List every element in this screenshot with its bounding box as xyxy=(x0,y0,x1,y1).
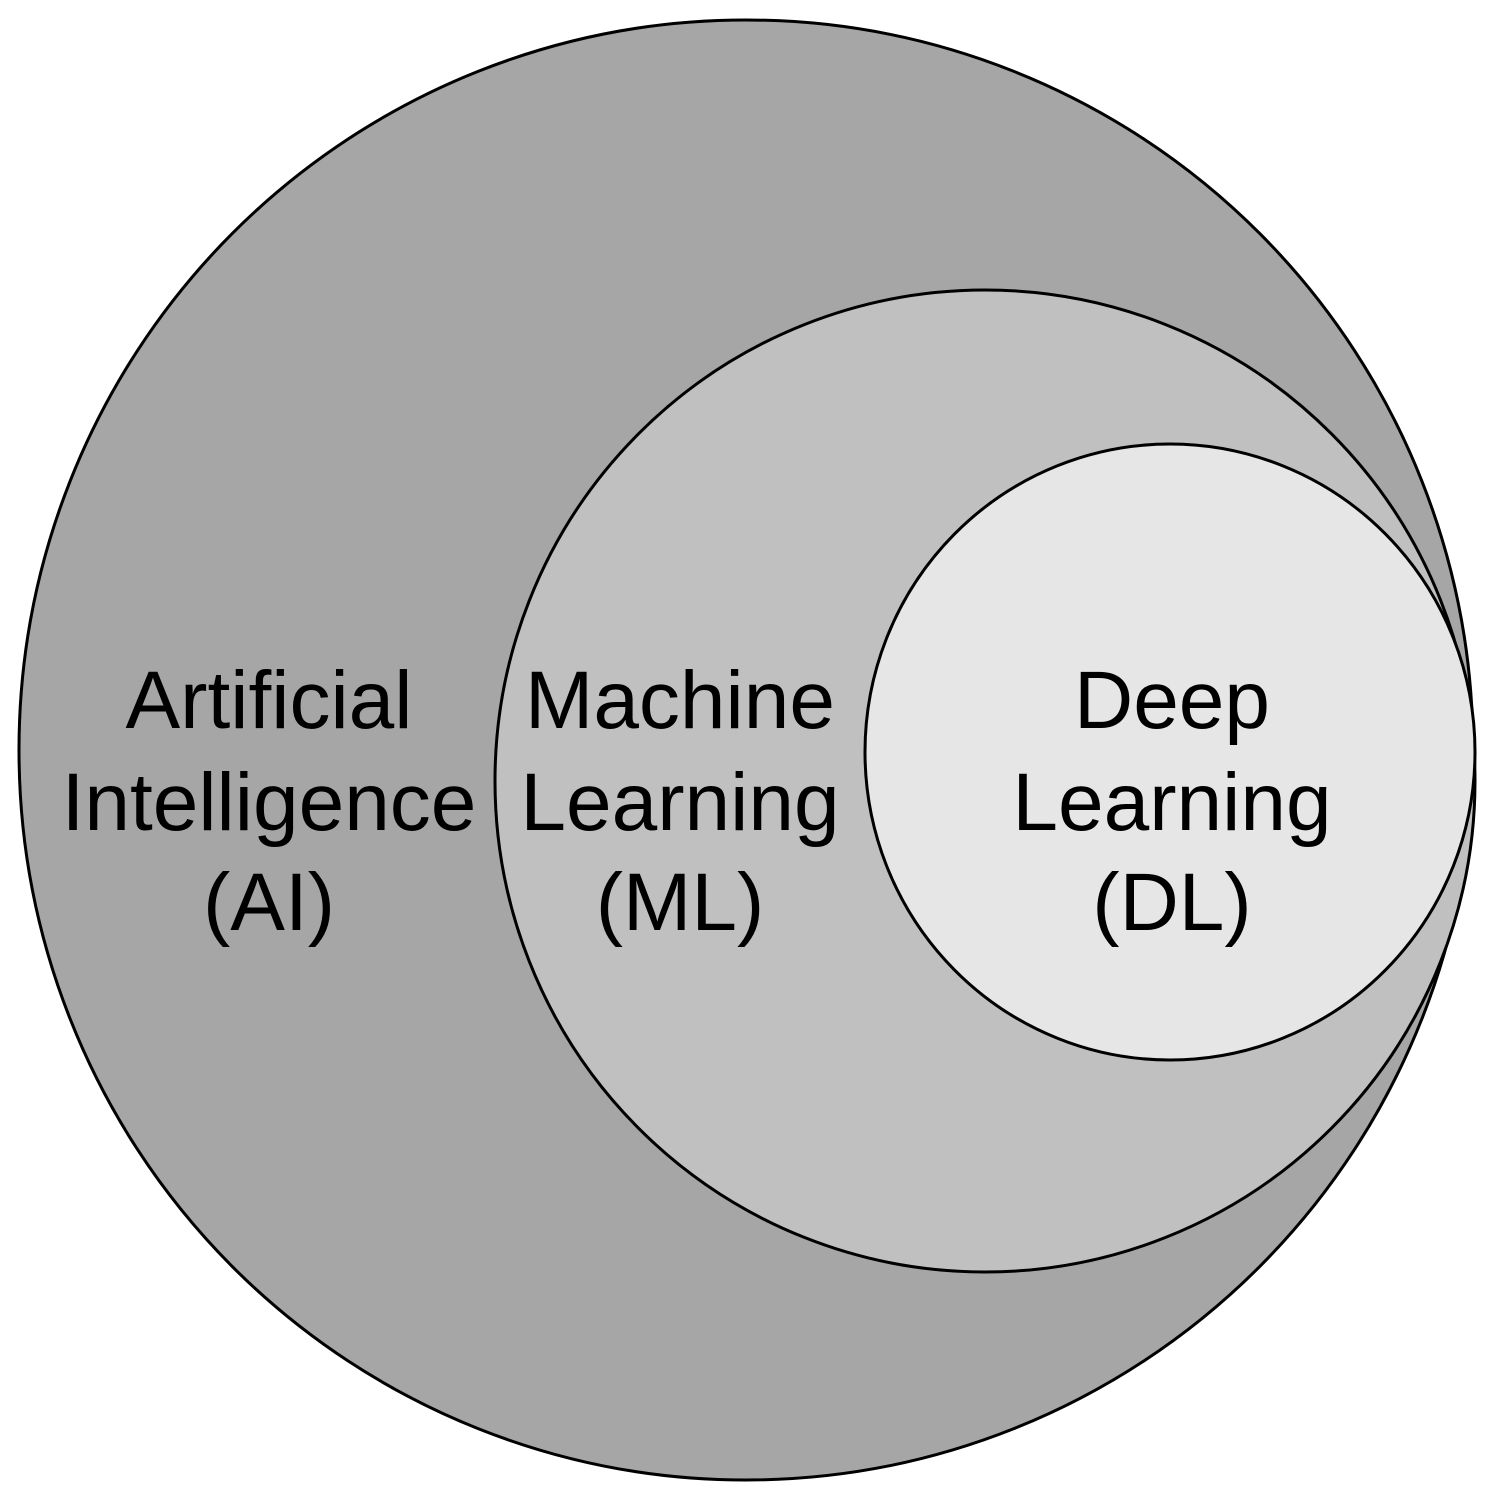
ml-label-line-3: (ML) xyxy=(596,857,765,948)
ml-label-line-2: Learning xyxy=(520,757,839,848)
ai-label: Artificial Intelligence (AI) xyxy=(62,655,477,948)
dl-label-line-3: (DL) xyxy=(1092,857,1251,948)
ml-label-line-1: Machine xyxy=(525,655,835,746)
ai-label-line-3: (AI) xyxy=(203,857,335,948)
ai-label-line-2: Intelligence xyxy=(62,757,477,848)
dl-label-line-1: Deep xyxy=(1074,655,1270,746)
dl-label: Deep Learning (DL) xyxy=(1012,655,1331,948)
ai-label-line-1: Artificial xyxy=(125,655,412,746)
dl-circle xyxy=(863,442,1477,1062)
dl-label-line-2: Learning xyxy=(1012,757,1331,848)
ml-label: Machine Learning (ML) xyxy=(520,655,839,948)
